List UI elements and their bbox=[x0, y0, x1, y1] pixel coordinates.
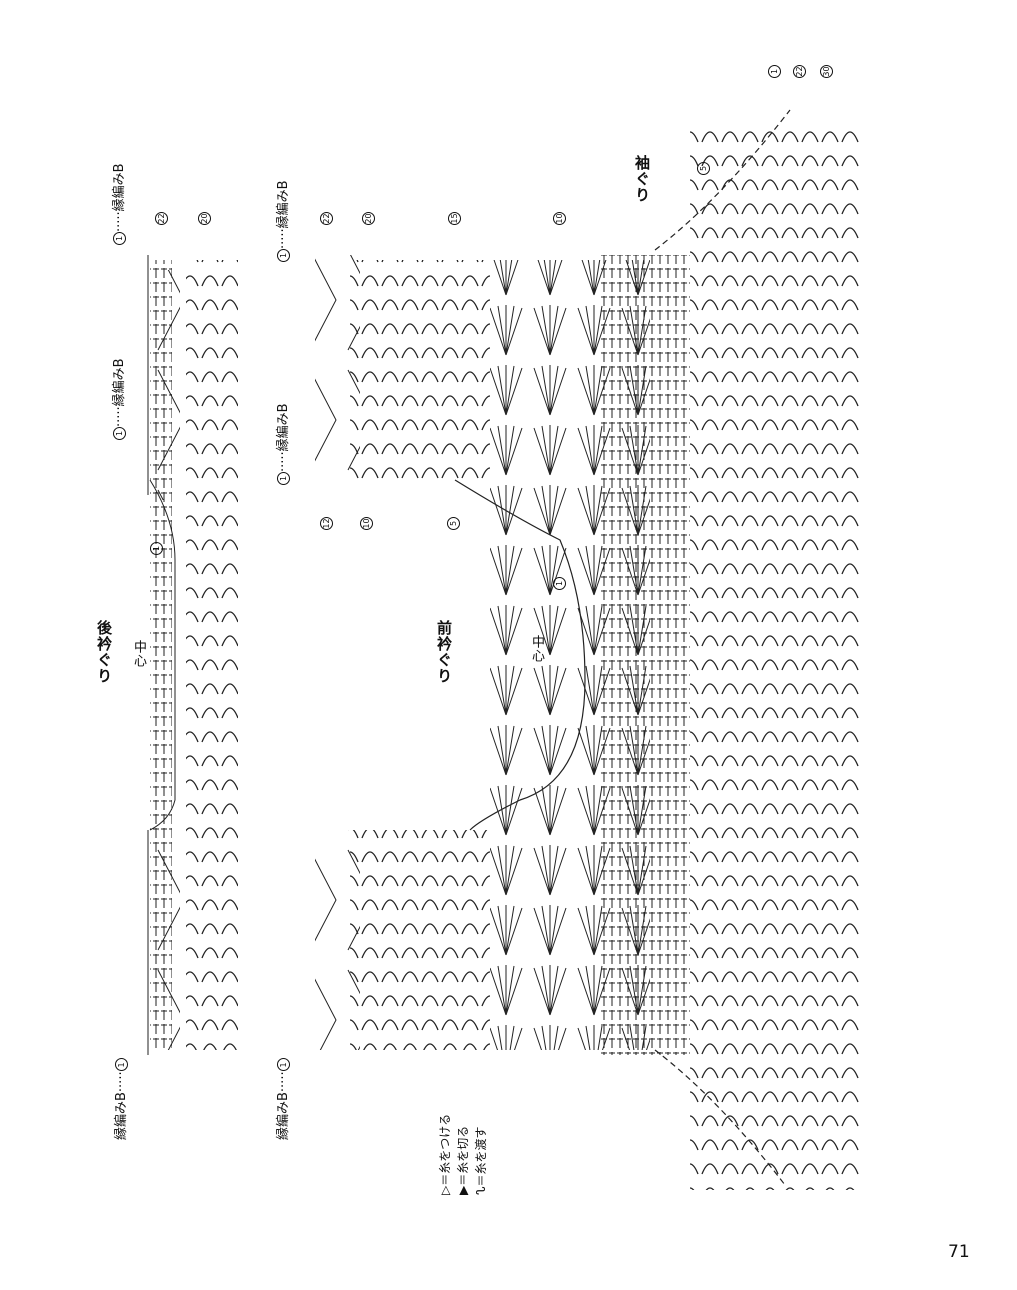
carry-yarn-icon: ᔐ bbox=[474, 1186, 488, 1195]
row-22-label-armhole: 22 bbox=[793, 65, 806, 78]
row-22-label-front: 22 bbox=[320, 212, 333, 225]
edging-b-label-front-middle: 1·····縁編みB bbox=[276, 403, 291, 485]
edging-b-label-back-middle: 1·····縁編みB bbox=[112, 358, 127, 440]
legend-item-attach-yarn: ▷＝糸をつける bbox=[436, 1114, 453, 1195]
edging-b-text: 縁編みB bbox=[276, 1092, 291, 1140]
row-1-label-armhole: 1 bbox=[768, 65, 781, 78]
edging-b-text: 縁編みB bbox=[112, 358, 127, 407]
armhole-label: 袖ぐり bbox=[633, 155, 651, 203]
edging-b-text: 縁編みB bbox=[276, 403, 291, 452]
legend-text: ＝糸を切る bbox=[456, 1125, 470, 1186]
edging-b-label-front-bottom: 縁編みB·····1 bbox=[276, 1058, 291, 1140]
edging-b-label-front-top: 1·····縁編みB bbox=[276, 180, 291, 262]
row-1-marker: 1 bbox=[115, 1058, 128, 1072]
row-1-marker: 1 bbox=[113, 232, 126, 245]
row-1-marker: 1 bbox=[553, 577, 566, 590]
row-15-marker: 15 bbox=[448, 212, 461, 225]
row-22-label-back: 22 bbox=[155, 212, 168, 225]
edging-b-label-back-bottom: 縁編みB·····1 bbox=[114, 1058, 129, 1140]
center-label-front: 中心 bbox=[529, 635, 544, 663]
row-22-marker: 22 bbox=[155, 212, 168, 225]
row-1-marker: 1 bbox=[277, 472, 290, 485]
row-20-label-back: 20 bbox=[198, 212, 211, 225]
row-10-marker: 10 bbox=[553, 212, 566, 225]
row-22-marker: 22 bbox=[320, 212, 333, 225]
edging-b-text: 縁編みB bbox=[276, 180, 291, 229]
row-15-label-front: 15 bbox=[448, 212, 461, 225]
front-yoke-chart bbox=[315, 109, 860, 1190]
row-1-marker: 1 bbox=[277, 249, 290, 262]
back-neckline-label: 後衿ぐり bbox=[95, 620, 113, 684]
legend-text: ＝糸を渡す bbox=[474, 1126, 488, 1187]
row-20-marker: 20 bbox=[198, 212, 211, 225]
row-1-marker: 1 bbox=[150, 542, 163, 555]
legend-text: ＝糸をつける bbox=[438, 1113, 452, 1186]
legend-item-carry-yarn: ᔐ＝糸を渡す bbox=[472, 1126, 489, 1195]
row-20-marker: 20 bbox=[362, 212, 375, 225]
row-5-label-front-neck: 5 bbox=[447, 517, 460, 530]
row-1-label-back-neck: 1 bbox=[150, 542, 163, 555]
row-22-marker: 22 bbox=[793, 65, 806, 78]
row-12-label-front-neck: 12 bbox=[320, 517, 333, 530]
row-10-label-front: 10 bbox=[553, 212, 566, 225]
row-1-label-front-neck: 1 bbox=[553, 577, 566, 590]
front-neckline-label: 前衿ぐり bbox=[435, 620, 453, 684]
row-1-marker: 1 bbox=[113, 427, 126, 440]
back-yoke-chart bbox=[147, 255, 238, 1055]
row-1-marker: 1 bbox=[277, 1058, 290, 1072]
row-5-marker: 5 bbox=[447, 517, 460, 530]
center-label-back: 中心 bbox=[131, 640, 146, 668]
cut-yarn-icon: ▶ bbox=[456, 1185, 470, 1195]
row-1-marker: 1 bbox=[768, 65, 781, 78]
edging-b-label-back-top: 1·····縁編みB bbox=[112, 163, 127, 245]
edging-b-text: 縁編みB bbox=[112, 163, 127, 212]
row-30-label-armhole: 30 bbox=[820, 65, 833, 78]
row-10-marker: 10 bbox=[360, 517, 373, 530]
page-number: 71 bbox=[948, 1242, 970, 1262]
row-10-label-front-neck: 10 bbox=[360, 517, 373, 530]
row-20-label-front: 20 bbox=[362, 212, 375, 225]
legend-item-cut-yarn: ▶＝糸を切る bbox=[454, 1126, 471, 1195]
row-5-marker: 5 bbox=[697, 162, 710, 175]
symbol-legend: ▷＝糸をつける ▶＝糸を切る ᔐ＝糸を渡す bbox=[436, 1105, 531, 1195]
attach-yarn-icon: ▷ bbox=[438, 1185, 452, 1195]
row-12-marker: 12 bbox=[320, 517, 333, 530]
edging-b-text: 縁編みB bbox=[114, 1092, 129, 1140]
row-5-label-armhole: 5 bbox=[697, 162, 710, 175]
row-30-marker: 30 bbox=[820, 65, 833, 78]
